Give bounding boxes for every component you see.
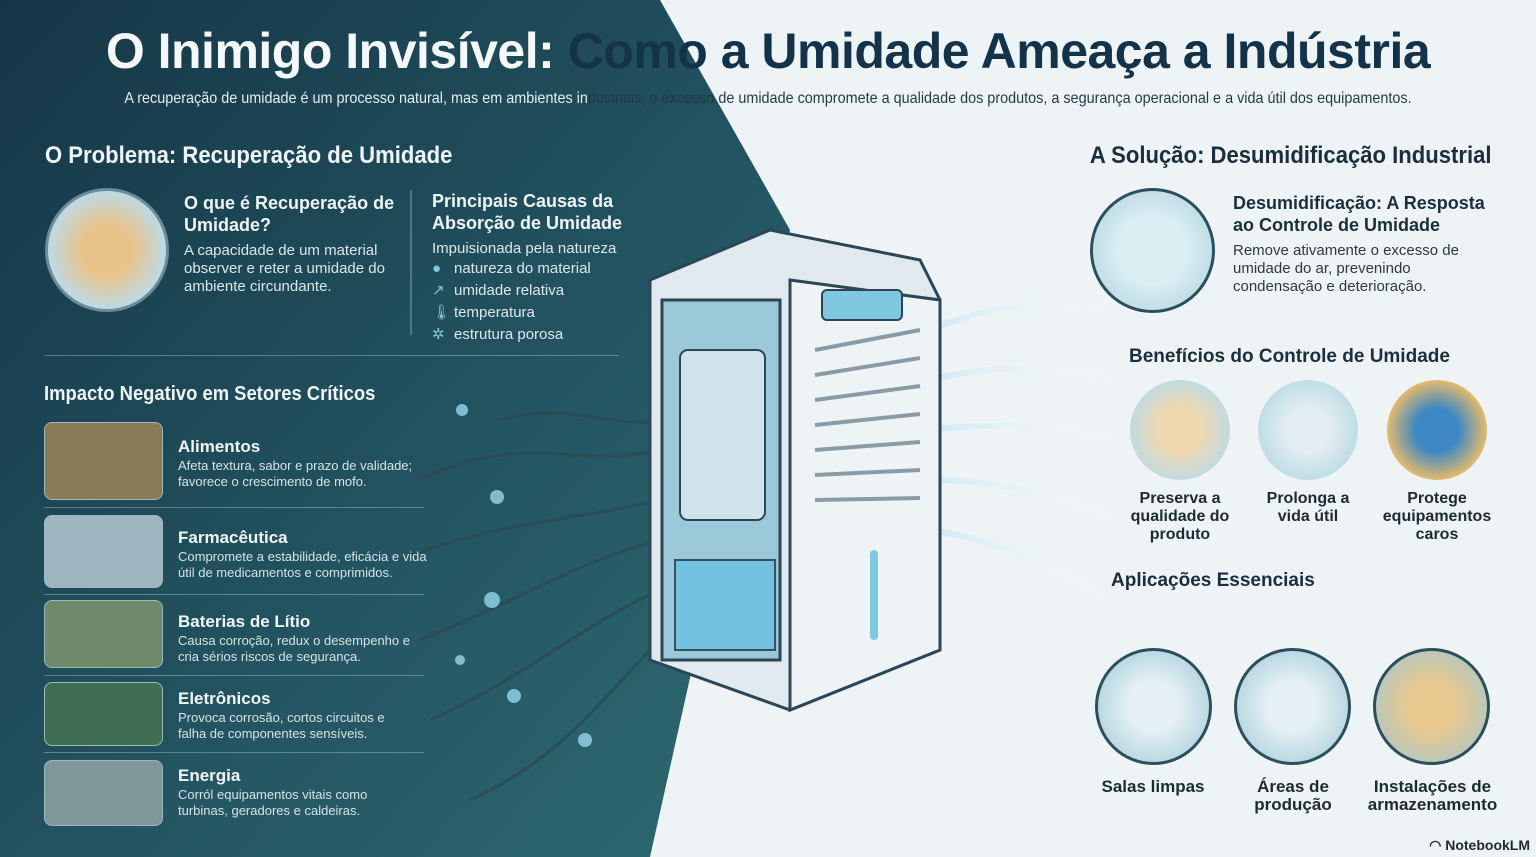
dot-icon: ●	[432, 260, 442, 277]
solution-heading: A Solução: Desumidificação Industrial	[1090, 142, 1492, 169]
sponge-droplets-icon	[45, 188, 169, 312]
electronics-image	[44, 682, 163, 746]
energy-image	[44, 760, 163, 826]
causes-title: Principais Causas da Absorção de Umidade	[432, 191, 623, 233]
porous-structure-icon: ✲	[432, 326, 445, 343]
benefit-label: Preserva a qualidade do produto	[1130, 490, 1230, 543]
dehumidification-cycle-icon	[1090, 188, 1215, 313]
battery-image	[44, 600, 163, 668]
benefit-label: Prolonga a vida útil	[1266, 490, 1350, 525]
cause-item: 🌡temperatura	[432, 302, 642, 324]
what-is-block: O que é Recuperação de Umidade? A capaci…	[184, 192, 404, 296]
page-subtitle: A recuperação de umidade é um processo n…	[124, 90, 1412, 107]
cause-item: ↗umidade relativa	[432, 280, 642, 302]
benefit-label: Protege equipamentos caros	[1382, 490, 1492, 543]
food-image	[44, 422, 163, 500]
causes-block: Principais Causas da Absorção de Umidade…	[432, 190, 642, 346]
apps-heading: Aplicações Essenciais	[1111, 570, 1315, 591]
cause-item: ●natureza do material	[432, 258, 642, 280]
dehumidifier-clock-icon	[1258, 380, 1358, 480]
warehouse-icon	[1373, 648, 1490, 765]
cause-item: ✲estrutura porosa	[432, 324, 642, 346]
causes-intro: Impuisionada pela natureza	[432, 240, 617, 257]
production-line-icon	[1234, 648, 1351, 765]
app-label: Instalações de armazenamento	[1367, 777, 1498, 814]
impact-heading: Impacto Negativo em Setores Críticos	[44, 383, 376, 405]
app-label: Áreas de produção	[1254, 777, 1332, 814]
cleanroom-icon	[1095, 648, 1212, 765]
pharma-image	[44, 515, 163, 588]
divider	[44, 355, 619, 356]
solution-block: Desumidificação: A Resposta ao Controle …	[1233, 192, 1503, 296]
thermometer-icon: 🌡	[432, 304, 452, 321]
what-is-title: O que é Recuperação de Umidade?	[184, 193, 395, 235]
problem-heading: O Problema: Recuperação de Umidade	[45, 142, 453, 169]
notebooklm-brand: ◠ NotebookLM	[1429, 837, 1530, 853]
food-products-icon	[1130, 380, 1230, 480]
divider	[44, 594, 424, 595]
solution-text: Remove ativamente o excesso de umidade d…	[1233, 242, 1459, 295]
trend-up-icon: ↗	[432, 282, 445, 299]
divider	[44, 507, 424, 508]
app-label: Salas limpas	[1101, 777, 1205, 796]
shield-check-icon	[1387, 380, 1487, 480]
what-is-text: A capacidade de um material observer e r…	[184, 242, 385, 295]
divider	[44, 675, 424, 676]
solution-title: Desumidificação: A Resposta ao Controle …	[1233, 193, 1485, 235]
benefits-heading: Benefícios do Controle de Umidade	[1129, 346, 1450, 367]
dehumidifier-illustration	[648, 228, 942, 713]
page-title: O Inimigo Invisível: Como a Umidade Amea…	[105, 23, 1431, 79]
notebooklm-logo-icon: ◠	[1429, 837, 1446, 853]
divider	[44, 752, 424, 753]
